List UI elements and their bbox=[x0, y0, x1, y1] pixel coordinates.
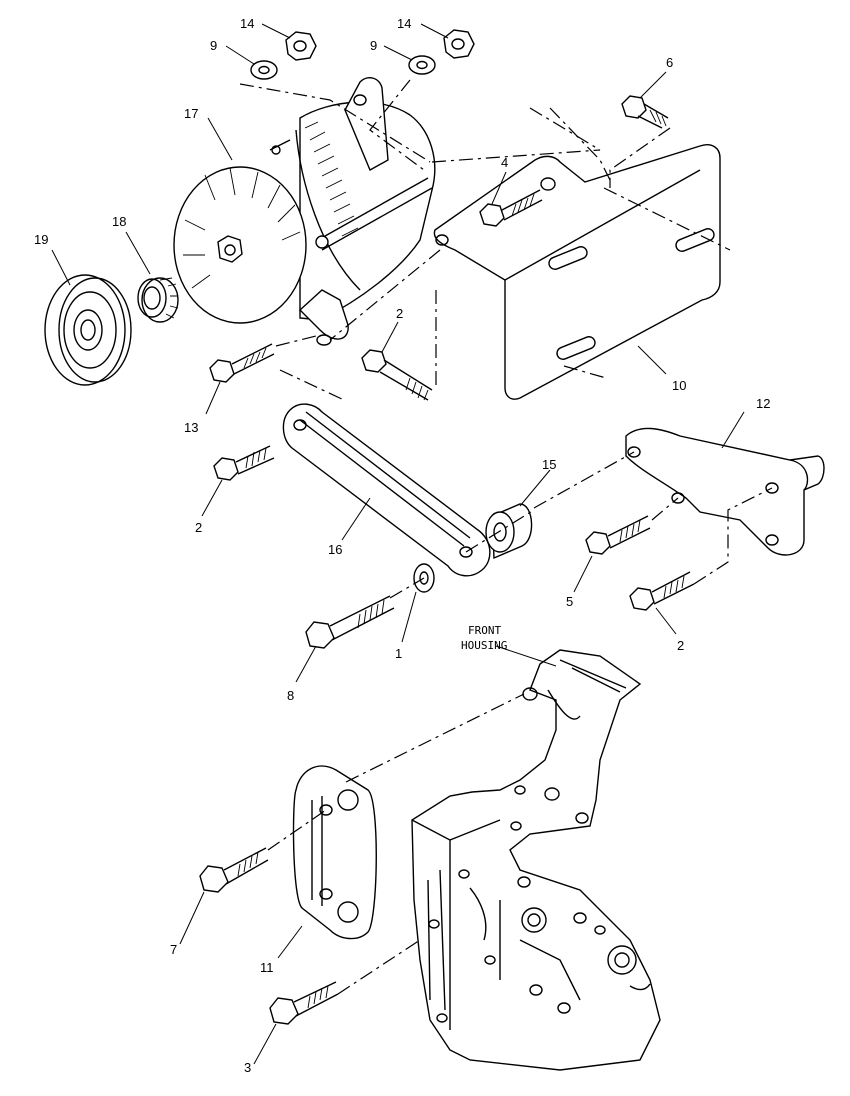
callout-2-upper: 2 bbox=[396, 306, 403, 321]
callout-2-left: 2 bbox=[195, 520, 202, 535]
callout-9-left: 9 bbox=[210, 38, 217, 53]
callout-8: 8 bbox=[287, 688, 294, 703]
spacer-15 bbox=[485, 503, 533, 560]
callout-7: 7 bbox=[170, 942, 177, 957]
callout-14-right: 14 bbox=[397, 16, 411, 31]
bolt-2-right bbox=[629, 571, 695, 611]
callout-2-right: 2 bbox=[677, 638, 684, 653]
washer-left bbox=[250, 60, 278, 80]
bolt-3 bbox=[269, 981, 339, 1025]
callout-18: 18 bbox=[112, 214, 126, 229]
caption-line-1: FRONT bbox=[468, 624, 501, 637]
alternator bbox=[173, 77, 436, 346]
bracket-11 bbox=[292, 765, 377, 940]
front-housing bbox=[411, 649, 661, 1071]
pulley bbox=[44, 274, 132, 386]
brace-12 bbox=[625, 427, 825, 556]
bolt-8 bbox=[305, 595, 395, 649]
bolt-4 bbox=[479, 189, 543, 227]
nut-left bbox=[285, 31, 317, 61]
bolt-13 bbox=[209, 343, 275, 383]
mounting-bracket bbox=[433, 144, 721, 400]
callout-9-right: 9 bbox=[370, 38, 377, 53]
callout-4: 4 bbox=[501, 155, 508, 170]
bolt-2-upper bbox=[361, 349, 433, 401]
callout-10: 10 bbox=[672, 378, 686, 393]
callout-15: 15 bbox=[542, 457, 556, 472]
callout-14-left: 14 bbox=[240, 16, 254, 31]
callout-6: 6 bbox=[666, 55, 673, 70]
callout-13: 13 bbox=[184, 420, 198, 435]
caption-line-2: HOUSING bbox=[461, 639, 507, 652]
adjusting-strap bbox=[282, 403, 491, 577]
callout-16: 16 bbox=[328, 542, 342, 557]
bolt-5 bbox=[585, 515, 651, 555]
assembly-centerlines bbox=[239, 79, 773, 995]
leader-lines bbox=[51, 23, 745, 1065]
callout-numbers: 14 14 9 9 17 6 4 18 19 2 10 13 12 15 2 1… bbox=[34, 16, 770, 1075]
nut-right bbox=[443, 29, 475, 59]
callout-3: 3 bbox=[244, 1060, 251, 1075]
bolt-6 bbox=[621, 95, 669, 129]
washer-right bbox=[408, 55, 436, 75]
front-housing-caption: FRONT HOUSING bbox=[461, 624, 507, 652]
callout-1: 1 bbox=[395, 646, 402, 661]
callout-19: 19 bbox=[34, 232, 48, 247]
callout-12: 12 bbox=[756, 396, 770, 411]
pulley-spacer bbox=[137, 277, 179, 323]
bolt-7 bbox=[199, 847, 269, 893]
callout-17: 17 bbox=[184, 106, 198, 121]
callout-11: 11 bbox=[260, 960, 274, 975]
bolt-2-left bbox=[213, 445, 275, 481]
callout-5: 5 bbox=[566, 594, 573, 609]
